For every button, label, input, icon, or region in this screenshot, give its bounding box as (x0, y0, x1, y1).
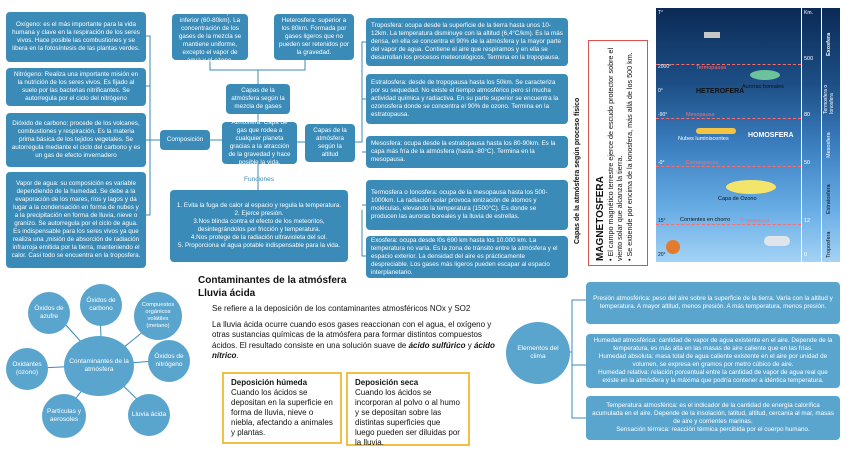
capas-mezcla-box: Capas de la atmósfera según la mezcla de… (226, 84, 290, 114)
presion-box: Presión atmosférica: peso del aire sobre… (586, 282, 840, 324)
layer-name-column: Exosfera Termosfera o Ionosfera Mesosfer… (821, 8, 841, 262)
aurora-shape (750, 70, 780, 80)
lluvia-acida-bubble: Lluvia ácida (128, 394, 170, 436)
mesopausa-line (656, 118, 801, 119)
termopausa-line (656, 64, 801, 65)
oxidantes-bubble: Oxidantes (ozono) (6, 348, 48, 390)
troposfera-box: Troposfera: ocupa desde la superficie de… (366, 18, 568, 66)
contaminantes-center-bubble: Contaminantes de la atmósfera (64, 336, 134, 396)
corrientes-label: Corrientes en chorro (680, 217, 731, 223)
mesosfera-box: Mesosfera: ocupa desde la estratopausa h… (366, 136, 568, 168)
homosfera-box: Homosfera: capa inferior (60-80km). La c… (172, 9, 248, 64)
mesopausa-label: Mesopausa (686, 112, 715, 118)
deposicion-humeda-box: Deposición húmeda Cuando los ácidos se d… (222, 372, 342, 444)
funciones-box: 1. Evita la fuga de calor al espacio y r… (170, 190, 348, 262)
magnetosfera-title: MAGNETOSFERA (595, 176, 606, 261)
estratosfera-box: Estratosfera: desde de tropopausa hasta … (366, 74, 568, 124)
atmosfera-center-box: Atmósfera: Capa de gas que rodea a cualq… (222, 119, 297, 166)
satellite-icon (704, 32, 720, 38)
heterofera-label: HETEROFERA (696, 88, 745, 95)
humedad-box: Humedad atmosférica: cantidad de vapor d… (586, 334, 840, 388)
temperatura-box: Temperatura atmosférica: es el indicador… (586, 396, 840, 440)
ozono-label: Capa de Ozono (718, 196, 757, 202)
vertical-title: Capas de la atmósfera según proceso físi… (574, 97, 581, 244)
contaminantes-title: Contaminantes de la atmósfera (198, 275, 347, 286)
homosfera-label: HOMOSFERA (748, 132, 794, 139)
compuestos-organicos-bubble: Compuestos orgánicos volátiles (metano) (134, 292, 182, 340)
tropopausa-label: Tropopausa (740, 218, 770, 224)
km-column: Km. 500 80 50 12 0 (801, 8, 822, 262)
composicion-box: Composición (160, 130, 210, 150)
funciones-label: Funciones (244, 176, 274, 183)
dioxido-carbono-box: Dióxido de carbono: procede de los volca… (6, 113, 146, 167)
estratopausa-line (656, 166, 801, 167)
oxidos-azufre-bubble: Óxidos de azufre (28, 292, 70, 334)
heterosfera-box: Heterosfera: superior a los 80km. Formad… (274, 14, 354, 60)
nubes-label: Nubes luminiscentes (678, 136, 729, 142)
magnetosfera-bullet-2: • Se extiende por encima de la ionosfera… (624, 52, 634, 261)
magnetosfera-box: MAGNETOSFERA • El campo magnético terres… (588, 40, 648, 266)
termosfera-box: Termosfera o Ionosfera: ocupa de la meso… (366, 180, 568, 230)
termopausa-label: Termopausa (696, 65, 727, 71)
oxidos-carbono-bubble: Óxidos de carbono (80, 284, 122, 326)
exosfera-box: Exosfera: ocupa desde l0s 690 km hasta l… (366, 236, 568, 278)
deposicion-seca-box: Deposición seca Cuando los ácidos se inc… (346, 372, 470, 447)
elementos-clima-bubble: Elementos del clima (506, 322, 570, 384)
oxidos-nitrogeno-bubble: Óxidos de nitrógeno (148, 340, 190, 382)
lluvia-acida-subtitle: Lluvia ácida (198, 288, 256, 299)
intro-text: Se refiere a la deposición de los contam… (212, 304, 471, 313)
nubes-shape (696, 128, 736, 134)
magnetosfera-bullet-1: • El campo magnético terrestre ejerce de… (606, 47, 625, 261)
nitrogeno-box: Nitrógeno: Realiza una importante misión… (6, 68, 146, 106)
auroras-label: Auroras boreales (742, 84, 784, 90)
estratopausa-label: Estratopausa (686, 160, 719, 166)
ozono-shape (726, 180, 776, 194)
cloud-icon (764, 236, 790, 246)
oxigeno-box: Oxígeno: es el más importante para la vi… (6, 12, 146, 62)
vapor-agua-box: Vapor de agua: su composición es variabl… (6, 172, 146, 268)
paragraph-lluvia: La lluvia ácida ocurre cuando esos gases… (212, 320, 495, 361)
capas-altitud-box: Capas de la atmósfera según la altitud (305, 124, 355, 162)
particulas-bubble: Partículas y aerosoles (42, 394, 86, 438)
atmosphere-diagram: Termopausa Mesopausa Estratopausa Tropop… (656, 8, 840, 262)
tropopausa-line (656, 224, 801, 225)
volcano-icon (666, 240, 680, 254)
